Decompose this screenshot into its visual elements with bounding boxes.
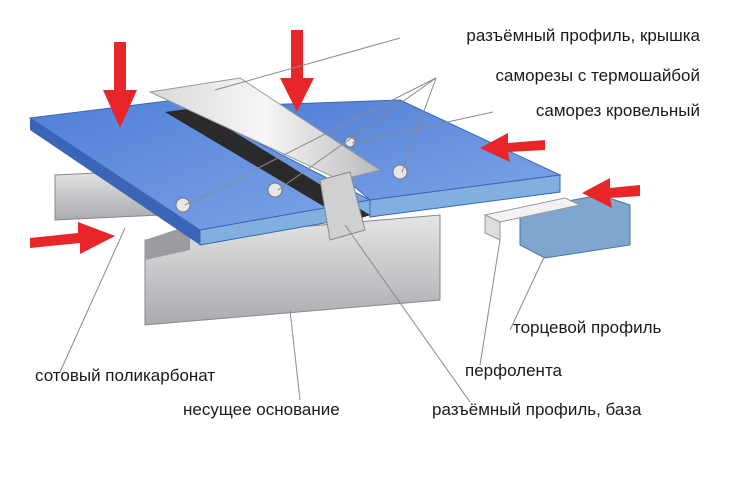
base-profile: [165, 108, 370, 222]
label-support-base: несущее основание: [183, 400, 340, 419]
screw-icons: [175, 136, 408, 213]
cap-profile: [148, 77, 382, 181]
label-roof-screw: саморез кровельный: [535, 101, 700, 120]
label-base-profile: разъёмный профиль, база: [432, 400, 642, 419]
arrow-down-center: [280, 30, 314, 112]
label-perf-tape: перфолента: [465, 361, 562, 380]
label-end-profile: торцевой профиль: [513, 318, 662, 337]
label-polycarbonate: сотовый поликарбонат: [35, 366, 216, 385]
force-arrows: [30, 30, 640, 254]
arrow-left-right-panel: [480, 133, 545, 162]
label-cap-profile: разъёмный профиль, крышка: [466, 26, 700, 45]
arrow-right-left: [30, 222, 115, 254]
arrow-left-end: [582, 178, 640, 208]
label-screws-washer: саморезы с термошайбой: [495, 66, 700, 85]
arrow-down-left: [103, 42, 137, 128]
leader-lines: [59, 37, 546, 403]
perforated-tape: [483, 197, 582, 241]
